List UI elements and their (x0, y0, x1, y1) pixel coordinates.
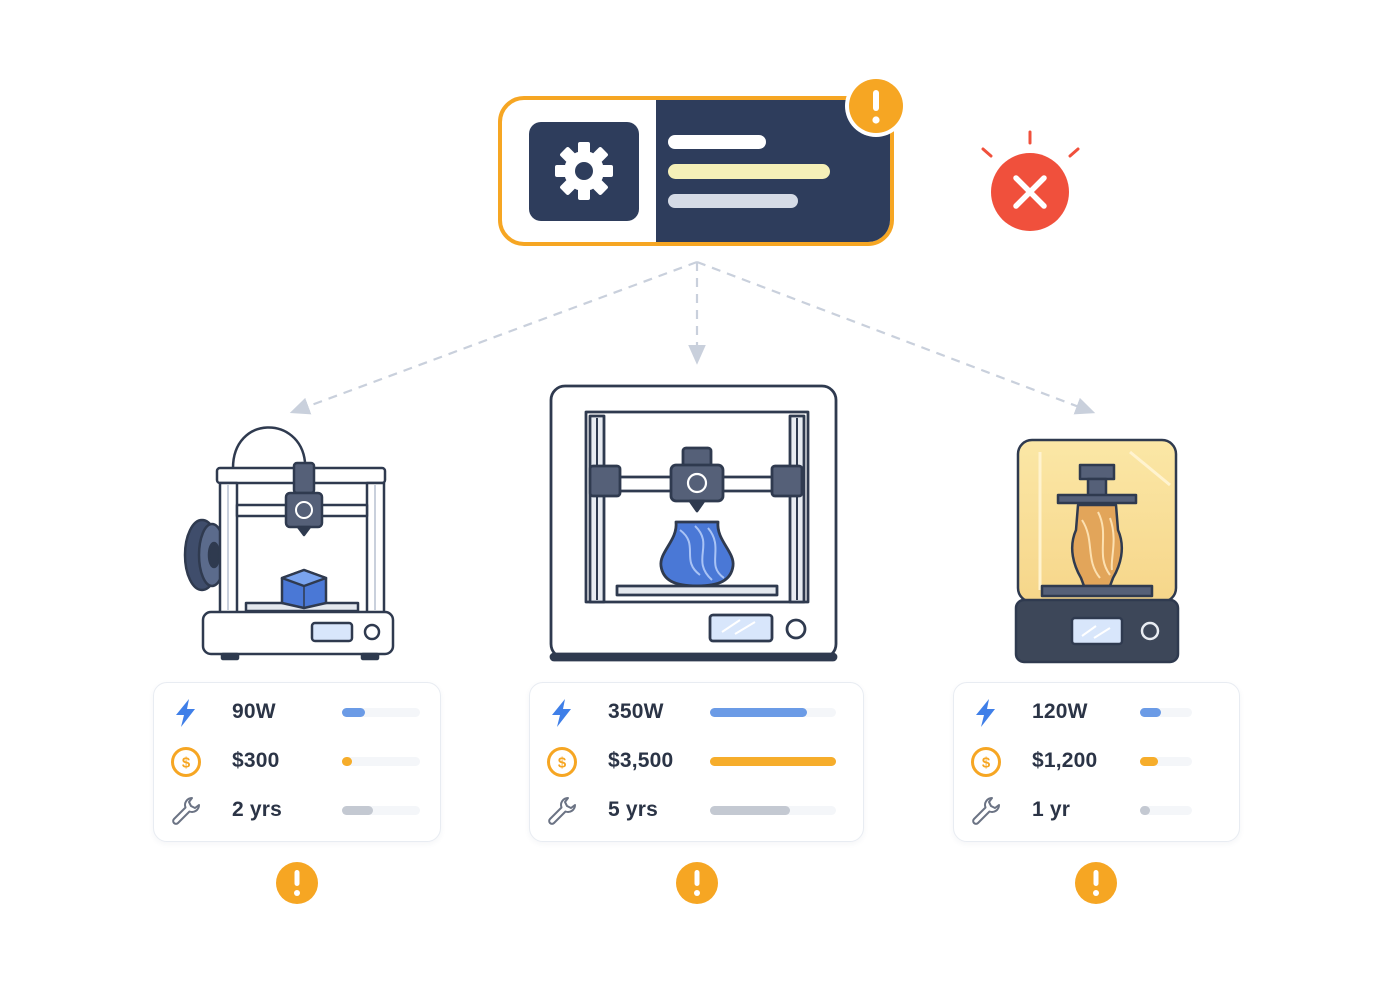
exclamation-icon (276, 862, 318, 904)
lifespan-value: 1 yr (1032, 798, 1071, 821)
cost-bar (342, 757, 420, 766)
cost-value: $300 (232, 749, 280, 772)
wrench-icon (172, 797, 200, 825)
cost-bar (1140, 757, 1192, 766)
status-line-2 (668, 164, 830, 179)
exclamation-icon (676, 862, 718, 904)
spec-row-lifespan: 5 yrs (530, 791, 863, 831)
wrench-icon (972, 797, 1000, 825)
spec-row-cost: $ $1,200 (954, 742, 1239, 782)
cost-bar-fill (710, 757, 836, 766)
settings-controller-panel (498, 75, 907, 246)
dollar-coin-icon: $ (171, 747, 201, 777)
power-bar-fill (1140, 708, 1161, 717)
lifespan-value: 2 yrs (232, 798, 283, 821)
lightning-icon (552, 699, 571, 727)
status-line-1 (668, 135, 766, 149)
power-bar (710, 708, 836, 717)
dollar-coin-icon: $ (547, 747, 577, 777)
lifespan-bar-fill (710, 806, 790, 815)
svg-text:$: $ (982, 755, 991, 772)
cost-bar-fill (1140, 757, 1158, 766)
gear-icon (555, 142, 613, 200)
cost-bar-fill (342, 757, 352, 766)
filament-spool (183, 518, 227, 592)
power-bar (1140, 708, 1192, 717)
status-line-3 (668, 194, 798, 208)
spec-row-power: 120W (954, 693, 1239, 733)
spec-row-power: 90W (154, 693, 440, 733)
spec-card-enclosed: 350W $ $3,500 5 yrs (529, 682, 864, 842)
exclamation-icon (1075, 862, 1117, 904)
spec-card-fdm: 90W $ $300 2 yrs (153, 682, 441, 842)
connector-left (289, 260, 698, 415)
spec-row-cost: $ $3,500 (530, 742, 863, 782)
spec-row-lifespan: 2 yrs (154, 791, 440, 831)
svg-text:$: $ (558, 755, 567, 772)
enclosed-fdm-printer (549, 384, 838, 662)
lifespan-bar (710, 806, 836, 815)
resin-print (1070, 503, 1124, 588)
svg-text:$: $ (182, 755, 191, 772)
power-value: 90W (232, 700, 276, 723)
connector-right (696, 260, 1096, 415)
cost-bar (710, 757, 836, 766)
lightning-icon (176, 699, 195, 727)
printed-cube (280, 568, 328, 610)
connector-lines (289, 260, 1096, 415)
lifespan-bar-fill (342, 806, 373, 815)
cost-value: $1,200 (1032, 749, 1098, 772)
cost-value: $3,500 (608, 749, 674, 772)
power-bar (342, 708, 420, 717)
lifespan-value: 5 yrs (608, 798, 659, 821)
resin-sla-printer (1014, 438, 1180, 664)
wrench-icon (548, 797, 576, 825)
lifespan-bar (1140, 806, 1192, 815)
fdm-cartesian-printer (183, 426, 395, 661)
spec-row-power: 350W (530, 693, 863, 733)
lifespan-bar (342, 806, 420, 815)
lifespan-bar-fill (1140, 806, 1150, 815)
lightning-icon (976, 699, 995, 727)
spec-card-resin: 120W $ $1,200 1 yr (953, 682, 1240, 842)
spec-row-cost: $ $300 (154, 742, 440, 782)
power-value: 120W (1032, 700, 1088, 723)
power-value: 350W (608, 700, 664, 723)
exclamation-icon (845, 75, 907, 137)
spec-row-lifespan: 1 yr (954, 791, 1239, 831)
dollar-coin-icon: $ (971, 747, 1001, 777)
power-bar-fill (342, 708, 365, 717)
error-x-icon (981, 130, 1080, 231)
power-bar-fill (710, 708, 807, 717)
